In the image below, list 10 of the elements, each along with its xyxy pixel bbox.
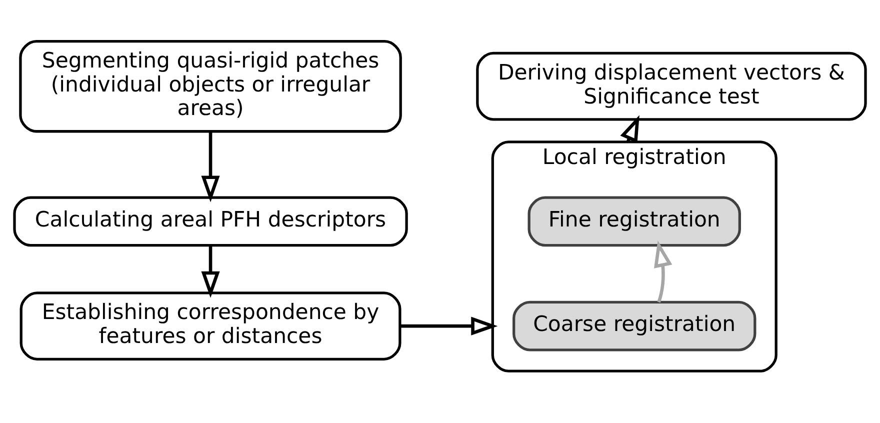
node-box: Coarse registration: [512, 300, 756, 352]
arrow: [201, 245, 220, 298]
node-box: Deriving displacement vectors & Significance test: [476, 52, 867, 121]
arrow: [201, 131, 220, 202]
node-box: Segmenting quasi-rigid patches (individual objects or irregular areas): [19, 40, 402, 133]
node-box: Calculating areal PFH descriptors: [13, 196, 408, 247]
arrow: [654, 240, 672, 303]
node-box: Establishing correspondence by features or distances: [20, 292, 402, 360]
node-box: Fine registration: [528, 196, 741, 247]
arrow: [400, 316, 498, 336]
